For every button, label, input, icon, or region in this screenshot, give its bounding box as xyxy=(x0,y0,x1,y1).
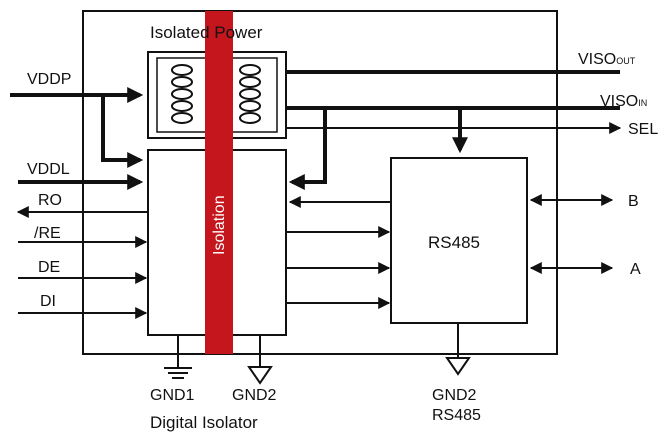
transformer-coil-right xyxy=(239,64,262,124)
isolation-barrier xyxy=(205,11,233,354)
vddl-label: VDDL xyxy=(27,161,70,178)
di-label: DI xyxy=(40,293,56,310)
isolation-label: Isolation xyxy=(211,195,228,255)
re-label: /RE xyxy=(34,225,61,242)
gnd2-rs485-label: GND2 xyxy=(432,387,477,404)
de-label: DE xyxy=(38,259,60,276)
gnd1-label: GND1 xyxy=(150,387,195,404)
vddp-label: VDDP xyxy=(27,71,71,88)
ro-label: RO xyxy=(38,192,62,209)
viso-out-label: VISOOUT xyxy=(578,51,636,68)
isolated-power-title: Isolated Power xyxy=(150,23,263,42)
sel-label: SEL xyxy=(628,121,658,138)
transformer-coil-left xyxy=(171,64,194,124)
rs485-label: RS485 xyxy=(428,233,480,252)
viso-in-label: VISOIN xyxy=(600,93,647,110)
b-label: B xyxy=(628,193,639,210)
gnd2-iso-label: GND2 xyxy=(232,387,277,404)
a-label: A xyxy=(630,261,641,278)
viso-to-isolator xyxy=(288,108,327,190)
vddp-branch xyxy=(101,95,144,168)
gnd2-rs485-sublabel: RS485 xyxy=(432,407,481,424)
gnd2-rs485-symbol xyxy=(445,323,471,376)
digital-isolator-caption: Digital Isolator xyxy=(150,413,258,432)
gnd2-iso-symbol xyxy=(247,335,273,385)
gnd1-symbol xyxy=(164,335,192,379)
